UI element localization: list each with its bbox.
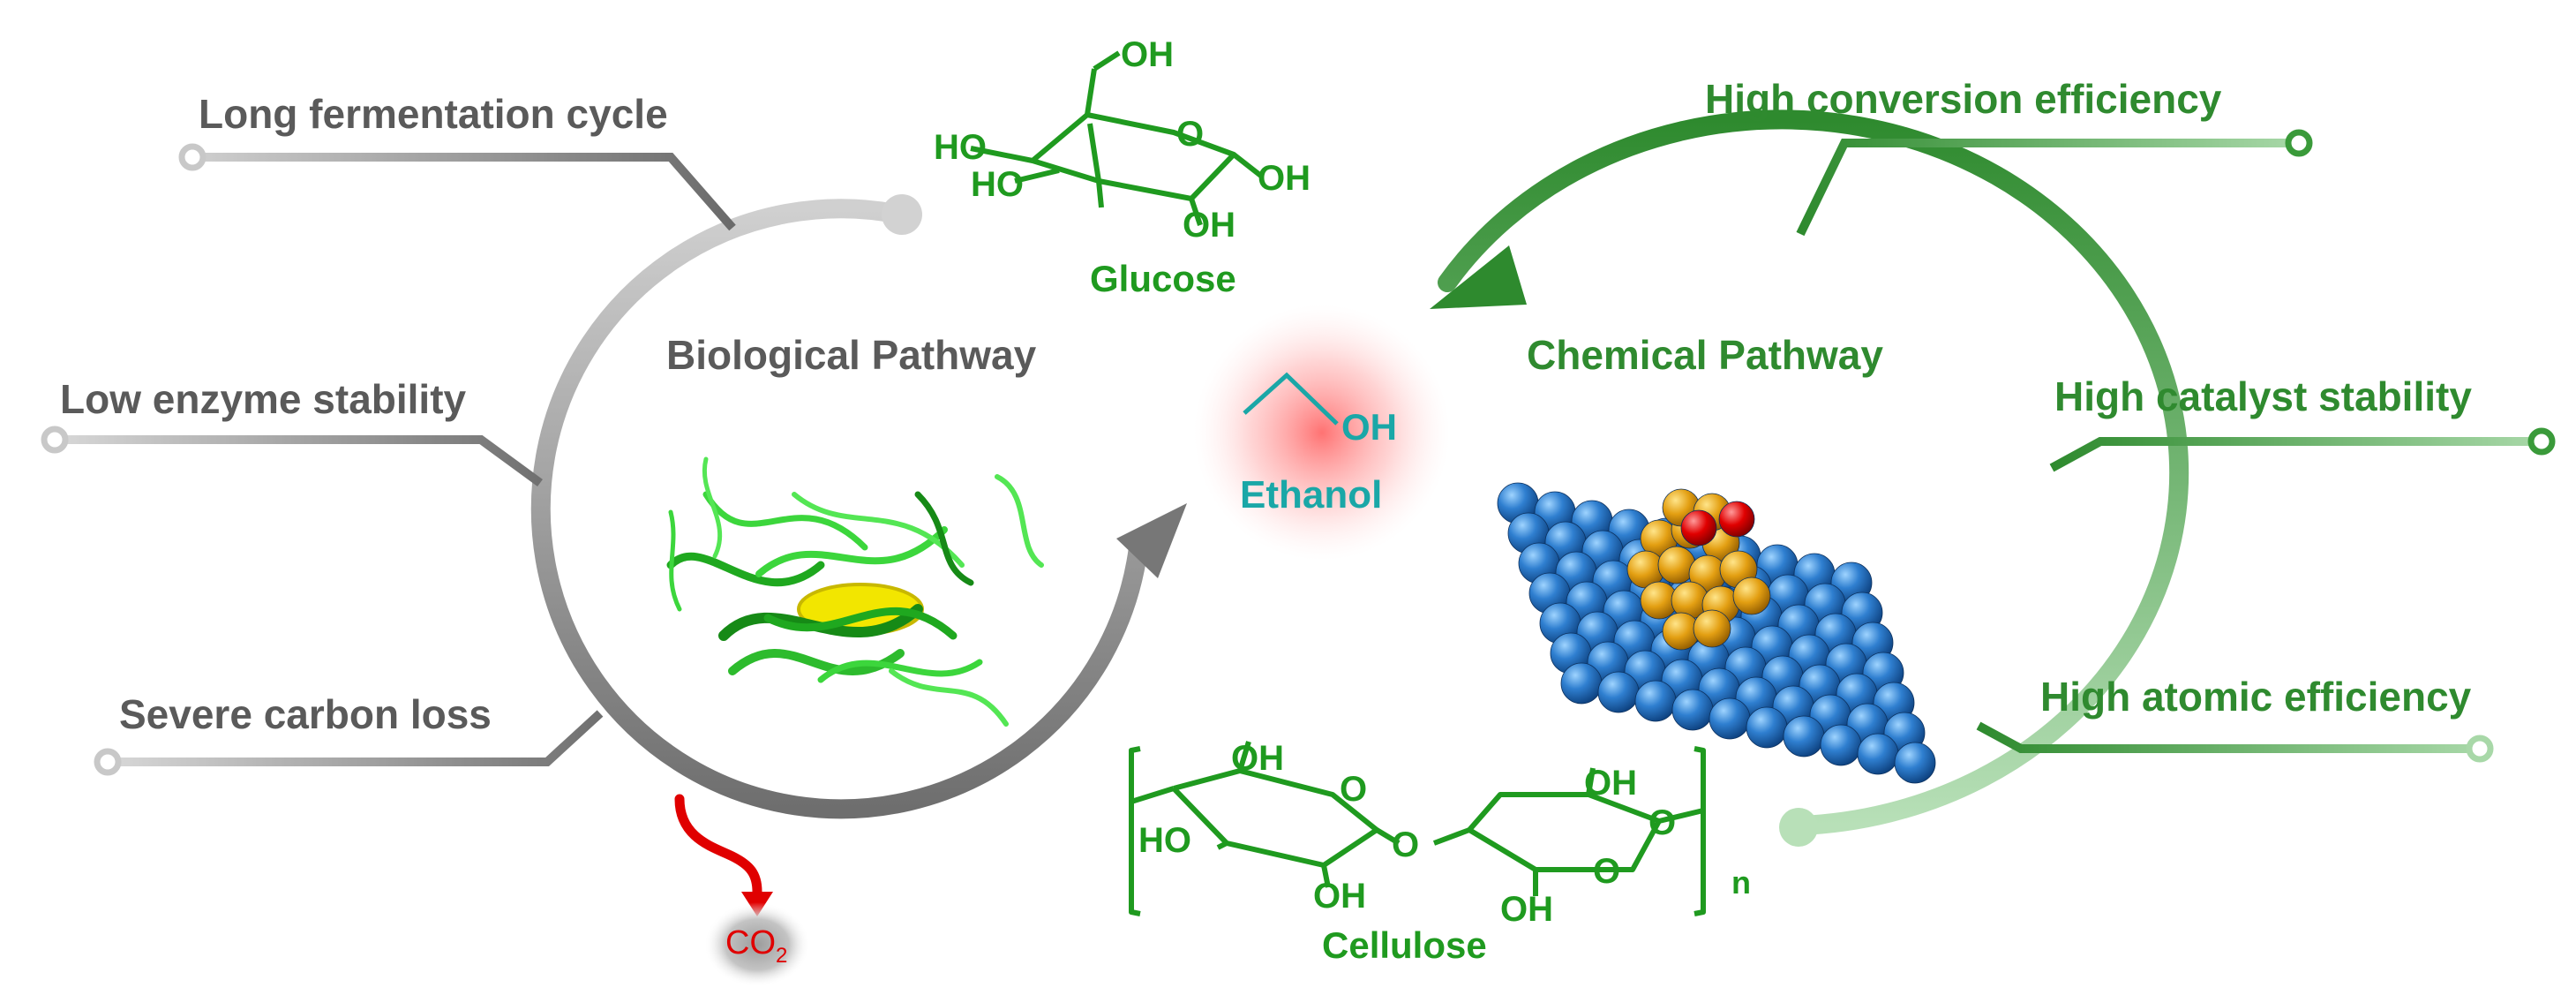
callout-dot-atomic xyxy=(2466,735,2494,763)
glucose-oh-right: OH xyxy=(1258,159,1311,198)
enzyme-structure-image xyxy=(666,456,1044,727)
surface-atom xyxy=(1597,671,1640,713)
catalyst-surface-image xyxy=(1497,482,1936,784)
surface-atom xyxy=(1560,662,1603,705)
glucose-ho-left-2: HO xyxy=(971,165,1024,204)
biological-pathway-title: Biological Pathway xyxy=(666,332,1037,378)
callout-line-carbon-loss xyxy=(108,710,604,766)
cellulose-glycosidic-o: O xyxy=(1392,825,1419,864)
glucose-oh-bottom: OH xyxy=(1183,206,1235,245)
surface-atom xyxy=(1857,733,1899,775)
co2-byproduct: CO2 xyxy=(674,794,810,987)
callout-dot-carbon-loss xyxy=(94,748,122,776)
cellulose-oh-4: OH xyxy=(1500,890,1553,929)
cellulose-ring-o-2: O xyxy=(1648,803,1676,842)
surface-atom xyxy=(1894,742,1936,784)
biological-callouts xyxy=(41,143,736,776)
cellulose-ring-o-3: O xyxy=(1593,852,1620,891)
cellulose-ho: HO xyxy=(1138,821,1191,860)
callout-line-catalyst xyxy=(2049,437,2542,472)
surface-atom xyxy=(1634,680,1677,722)
ethanol-oh-label: OH xyxy=(1341,406,1397,448)
advantage-conversion: High conversion efficiency xyxy=(1705,76,2222,122)
callout-dot-long-fermentation xyxy=(178,143,207,171)
glucose-ho-left-1: HO xyxy=(934,128,987,167)
cellulose-oh-2: OH xyxy=(1313,877,1366,916)
glucose-structure: OH HO HO OH OH O Glucose xyxy=(934,35,1311,299)
callout-line-atomic xyxy=(1976,721,2480,753)
biological-cycle-arc xyxy=(530,199,1148,819)
chemical-cycle-start-dot xyxy=(1779,808,1818,847)
callout-line-conversion xyxy=(1796,139,2299,237)
drawback-carbon-loss: Severe carbon loss xyxy=(119,691,492,737)
ethanol-skeleton xyxy=(1243,372,1339,426)
adsorbed-oxygen-atom xyxy=(1680,509,1717,546)
cellulose-label: Cellulose xyxy=(1322,924,1487,966)
advantage-catalyst: High catalyst stability xyxy=(2054,373,2472,419)
surface-atom xyxy=(1783,715,1825,758)
advantage-atomic: High atomic efficiency xyxy=(2040,674,2472,720)
surface-atom xyxy=(1671,689,1714,731)
surface-atom xyxy=(1746,706,1788,749)
chemical-cycle-arrowhead xyxy=(1430,245,1527,309)
chemical-pathway-title: Chemical Pathway xyxy=(1527,332,1883,378)
biological-cycle-start-dot xyxy=(882,194,922,235)
cellulose-ring-o-1: O xyxy=(1340,770,1367,809)
callout-line-low-enzyme xyxy=(55,435,543,487)
ethanol-product: OH Ethanol xyxy=(1194,305,1450,561)
callout-dot-catalyst xyxy=(2527,427,2556,456)
callout-dot-conversion xyxy=(2285,129,2313,157)
nanoparticle-atom xyxy=(1693,609,1731,648)
callout-line-long-fermentation xyxy=(192,153,736,231)
chemical-callouts xyxy=(1796,129,2556,763)
callout-dot-low-enzyme xyxy=(41,426,69,454)
drawback-long-fermentation: Long fermentation cycle xyxy=(199,91,668,137)
chemical-cycle xyxy=(1430,109,2189,847)
adsorbed-oxygen-atom xyxy=(1718,501,1755,538)
biological-cycle-arrowhead xyxy=(1116,503,1187,578)
cellulose-structure: OH O HO OH O OH O OH O n Cellulose xyxy=(1129,739,1751,966)
drawback-low-enzyme: Low enzyme stability xyxy=(60,376,467,422)
co2-label: CO2 xyxy=(725,924,787,968)
surface-atom xyxy=(1820,724,1862,766)
glucose-label: Glucose xyxy=(1090,258,1236,299)
chemical-cycle-arc xyxy=(1438,109,2189,835)
cellulose-oh-3: OH xyxy=(1584,764,1637,803)
cellulose-oh-1: OH xyxy=(1231,739,1284,778)
co2-arrow xyxy=(674,794,762,897)
surface-atom xyxy=(1709,697,1751,740)
glucose-ring-oxygen: O xyxy=(1176,115,1204,154)
biological-cycle xyxy=(530,194,1187,819)
glucose-oh-top: OH xyxy=(1121,35,1174,74)
ethanol-label: Ethanol xyxy=(1240,473,1382,516)
cellulose-repeat-n: n xyxy=(1731,864,1751,901)
nanoparticle-atom xyxy=(1732,577,1771,615)
